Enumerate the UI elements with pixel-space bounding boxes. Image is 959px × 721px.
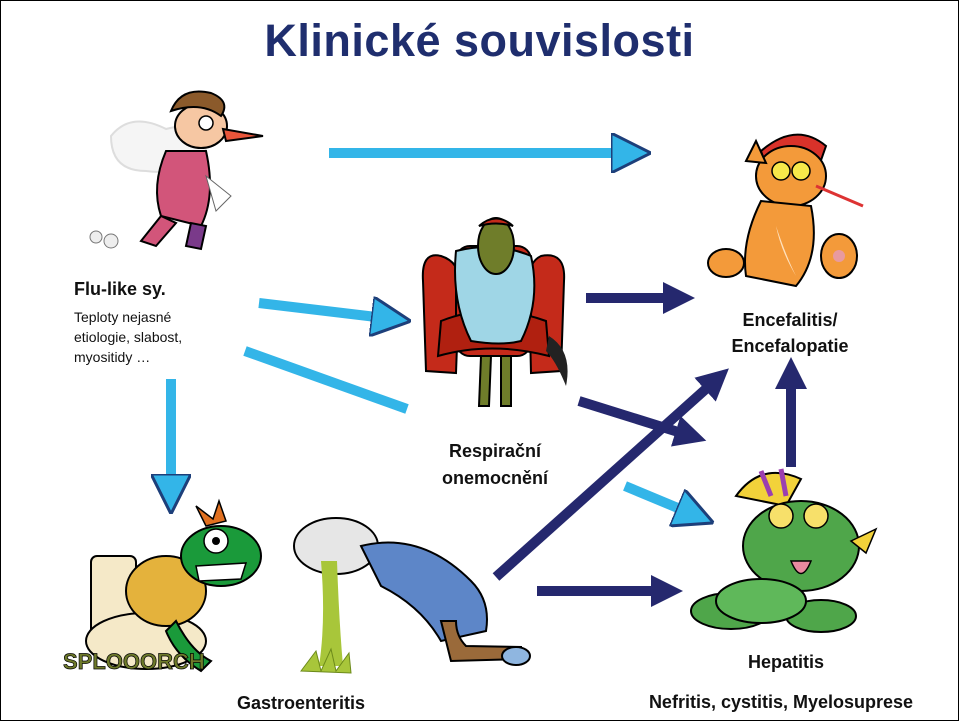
respiratory-label-line: onemocnění [405,465,585,492]
encefalitis-label-line: Encefalopatie [690,333,890,359]
edge-flu-to-hepatitis [245,351,407,409]
edge-flu-to-hepatitis-cont [625,486,697,516]
flu-label: Flu-like sy. [74,279,166,300]
gastroenteritis-label: Gastroenteritis [201,693,401,714]
respiratory-label: Respirační onemocnění [405,438,585,492]
hepatitis-label: Hepatitis [701,652,871,673]
flu-desc-line: myositidy … [74,347,182,367]
encefalitis-label: Encefalitis/ Encefalopatie [690,307,890,359]
respiratory-label-line: Respirační [405,438,585,465]
edge-flu-to-respiratory [259,303,393,319]
flu-desc-line: etiologie, slabost, [74,327,182,347]
flu-desc-line: Teploty nejasné [74,307,182,327]
encefalitis-label-line: Encefalitis/ [690,307,890,333]
flu-description: Teploty nejasné etiologie, slabost, myos… [74,307,182,367]
footer-label: Nefritis, cystitis, Myelosuprese [605,692,957,713]
